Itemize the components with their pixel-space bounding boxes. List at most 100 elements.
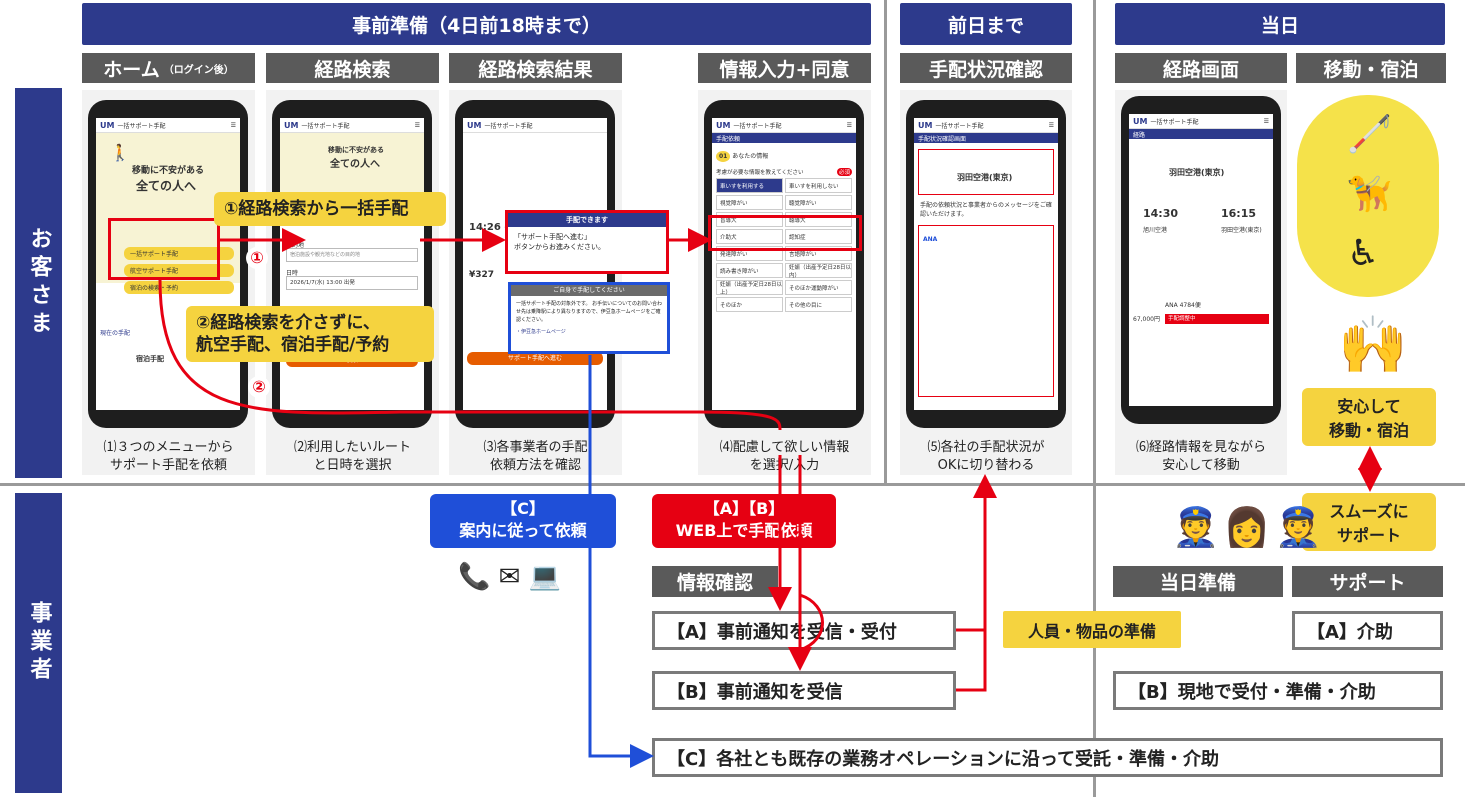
menu-bulk-support-label: 一括サポート手配	[130, 251, 179, 258]
route-arr-time: 16:15	[1221, 207, 1257, 220]
menu-icon[interactable]: ☰	[414, 121, 420, 129]
col-status-label: 手配状況確認	[928, 58, 1043, 81]
result-time: 14:26 - 1	[469, 222, 519, 233]
step-badge: 01	[716, 151, 731, 162]
status-card-train: 羽田空港(東京)	[918, 149, 1054, 195]
app-name: 一括サポート手配	[733, 122, 782, 130]
col-home-header: ホーム（ログイン後）	[82, 53, 255, 83]
staff-icons: 👮👩👮	[1172, 505, 1326, 549]
marker-two: ②	[248, 376, 270, 398]
box-a-assist: 【A】介助	[1292, 611, 1443, 650]
info-step-label: あなたの情報	[732, 153, 769, 160]
arrow-loop	[799, 593, 824, 652]
info-option[interactable]: 車いすを利用しない	[785, 178, 852, 193]
info-option[interactable]: 盲導犬	[716, 212, 783, 227]
info-check-header: 情報確認	[652, 566, 778, 597]
search-date-input[interactable]: 2026/1/7(水) 13:00 出発	[286, 276, 418, 290]
blind-person-icon: 🦯	[1347, 114, 1392, 155]
popup-self-body: 一括サポート手配の対象外です。 お手伝いについてのお問い合わせ先は乗降駅により異…	[516, 301, 662, 323]
status-airport: 羽田空港(東京)	[957, 173, 1013, 182]
row-operator-label: 事業者	[15, 493, 62, 793]
caption-3: ⑶各事業者の手配 依頼方法を確認	[483, 440, 588, 473]
info-option[interactable]: 車いすを利用する	[716, 178, 783, 193]
home-tab-current[interactable]: 現在の手配	[100, 330, 131, 337]
info-header-bar: 手配依頼	[712, 133, 856, 143]
info-option[interactable]: 介助犬	[716, 229, 783, 244]
callout-two-line2: 航空手配、宿泊手配/予約	[196, 335, 390, 355]
menu-air-support[interactable]: 航空サポート手配	[124, 264, 234, 277]
menu-stay-search-label: 宿泊の検索・予約	[130, 285, 179, 292]
status-card-air: ANA	[918, 225, 1054, 397]
status-header: 手配状況確認画面	[918, 135, 967, 143]
info-option[interactable]: 認知症	[785, 229, 852, 244]
info-option[interactable]: そのほか運動障がい	[785, 280, 852, 295]
search-date-label: 日時	[286, 270, 299, 277]
info-option[interactable]: 妊娠（出産予定日28日以内）	[785, 263, 852, 279]
box-b-onsite-text: 【B】現地で受付・準備・介助	[1128, 681, 1376, 703]
contact-icons: 📞 ✉ 💻	[458, 562, 562, 592]
menu-air-support-label: 航空サポート手配	[130, 268, 179, 275]
app-name: 一括サポート手配	[117, 122, 166, 130]
menu-bulk-support[interactable]: 一括サポート手配	[124, 247, 234, 260]
box-a-receive-text: 【A】事前通知を受信・受付	[667, 621, 897, 643]
arrow-b-to-status	[956, 630, 987, 692]
phase-day-before-label: 前日まで	[947, 14, 1024, 37]
info-option[interactable]: 言語障がい	[785, 246, 852, 261]
route-header-bar: 経路	[1129, 129, 1273, 139]
info-option[interactable]: 聴導犬	[785, 212, 852, 227]
people-illustration-icon: 🚶	[110, 143, 130, 162]
menu-icon[interactable]: ☰	[846, 121, 852, 129]
route-from: 旭川空港	[1143, 227, 1168, 234]
search-dest-input[interactable]: 宿泊施設や観光地などの目的地	[286, 248, 418, 262]
phase-divider-2	[1093, 0, 1096, 797]
result-submit-button[interactable]: サポート手配へ進む	[467, 352, 603, 365]
info-check-label: 情報確認	[676, 572, 753, 594]
day-prep-label: 当日準備	[1159, 572, 1236, 594]
info-option[interactable]: 読み書き障がい	[716, 263, 783, 278]
box-b-receive-text: 【B】事前通知を受信	[667, 681, 843, 703]
callout-two-line1: ②経路検索を介さずに、	[196, 313, 380, 333]
box-b-onsite: 【B】現地で受付・準備・介助	[1113, 671, 1443, 710]
app-logo: UM	[716, 120, 731, 130]
operator-c-label: 【C】 案内に従って依頼	[430, 494, 616, 548]
route-card: 羽田空港(東京) 14:30 16:15 旭川空港 羽田空港(東京)	[1133, 145, 1269, 285]
info-option[interactable]: 発達障がい	[716, 246, 783, 261]
phase-day-of-label: 当日	[1260, 14, 1299, 37]
wheelchair-icon: ♿	[1347, 233, 1380, 274]
menu-icon[interactable]: ☰	[1263, 117, 1269, 125]
popup-self-link[interactable]: ・伊豆急ホームページ	[516, 329, 566, 335]
app-logo: UM	[1133, 116, 1148, 126]
marker-one: ①	[246, 247, 268, 269]
caption-2: ⑵利用したいルート と日時を選択	[293, 440, 411, 473]
route-to: 羽田空港(東京)	[1221, 227, 1262, 234]
info-option[interactable]: 聴覚障がい	[785, 195, 852, 210]
row-customer-label: お客さま	[15, 88, 62, 478]
route-status-badge: 手配調整中	[1165, 314, 1269, 324]
arrow-c-flow	[588, 355, 654, 768]
callout-two: ②経路検索を介さずに、航空手配、宿泊手配/予約	[186, 306, 434, 362]
guide-dog-icon: 🦮	[1347, 174, 1392, 215]
menu-icon[interactable]: ☰	[1048, 121, 1054, 129]
phase-day-before-header: 前日まで	[900, 3, 1072, 45]
app-name: 一括サポート手配	[1150, 118, 1199, 126]
popup-self: ご自身で手配してください 一括サポート手配の対象外です。 お手伝いについてのお問…	[508, 282, 670, 354]
info-option[interactable]: 妊娠（出産予定日28日以上）	[716, 280, 783, 296]
menu-stay-search[interactable]: 宿泊の検索・予約	[124, 281, 234, 294]
phase-prep-header: 事前準備（4日前18時まで）	[82, 3, 871, 45]
menu-icon[interactable]: ☰	[230, 121, 236, 129]
info-option[interactable]: そのほか	[716, 297, 783, 312]
caption-4: ⑷配慮して欲しい情報 を選択/入力	[719, 440, 850, 473]
support-header: サポート	[1292, 566, 1443, 597]
info-option[interactable]: 視覚障がい	[716, 195, 783, 210]
app-logo: UM	[284, 120, 299, 130]
app-name: 一括サポート手配	[301, 122, 350, 130]
phase-prep-label: 事前準備（4日前18時まで）	[352, 14, 601, 37]
info-option[interactable]: その他の目に	[785, 297, 852, 312]
